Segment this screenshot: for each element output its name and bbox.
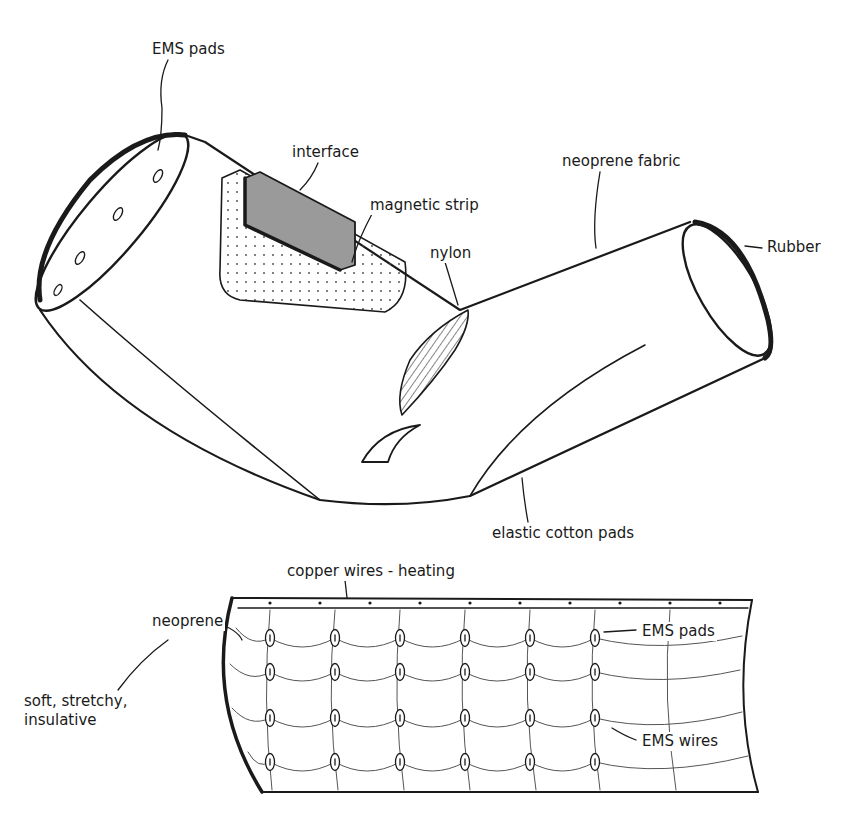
part-label: Rubber xyxy=(765,238,823,257)
part-label: EMS pads xyxy=(150,40,227,59)
part-label: soft, stretchy, insulative xyxy=(22,692,186,730)
part-label: nylon xyxy=(428,244,473,263)
part-label: EMS wires xyxy=(640,732,720,751)
part-label: interface xyxy=(290,143,361,162)
part-label: elastic cotton pads xyxy=(490,524,636,543)
part-label: neoprene fabric xyxy=(560,152,683,171)
part-label: copper wires - heating xyxy=(285,562,457,581)
part-label: EMS pads xyxy=(640,622,717,641)
part-label: neoprene xyxy=(150,612,225,631)
part-label: magnetic strip xyxy=(368,196,481,215)
